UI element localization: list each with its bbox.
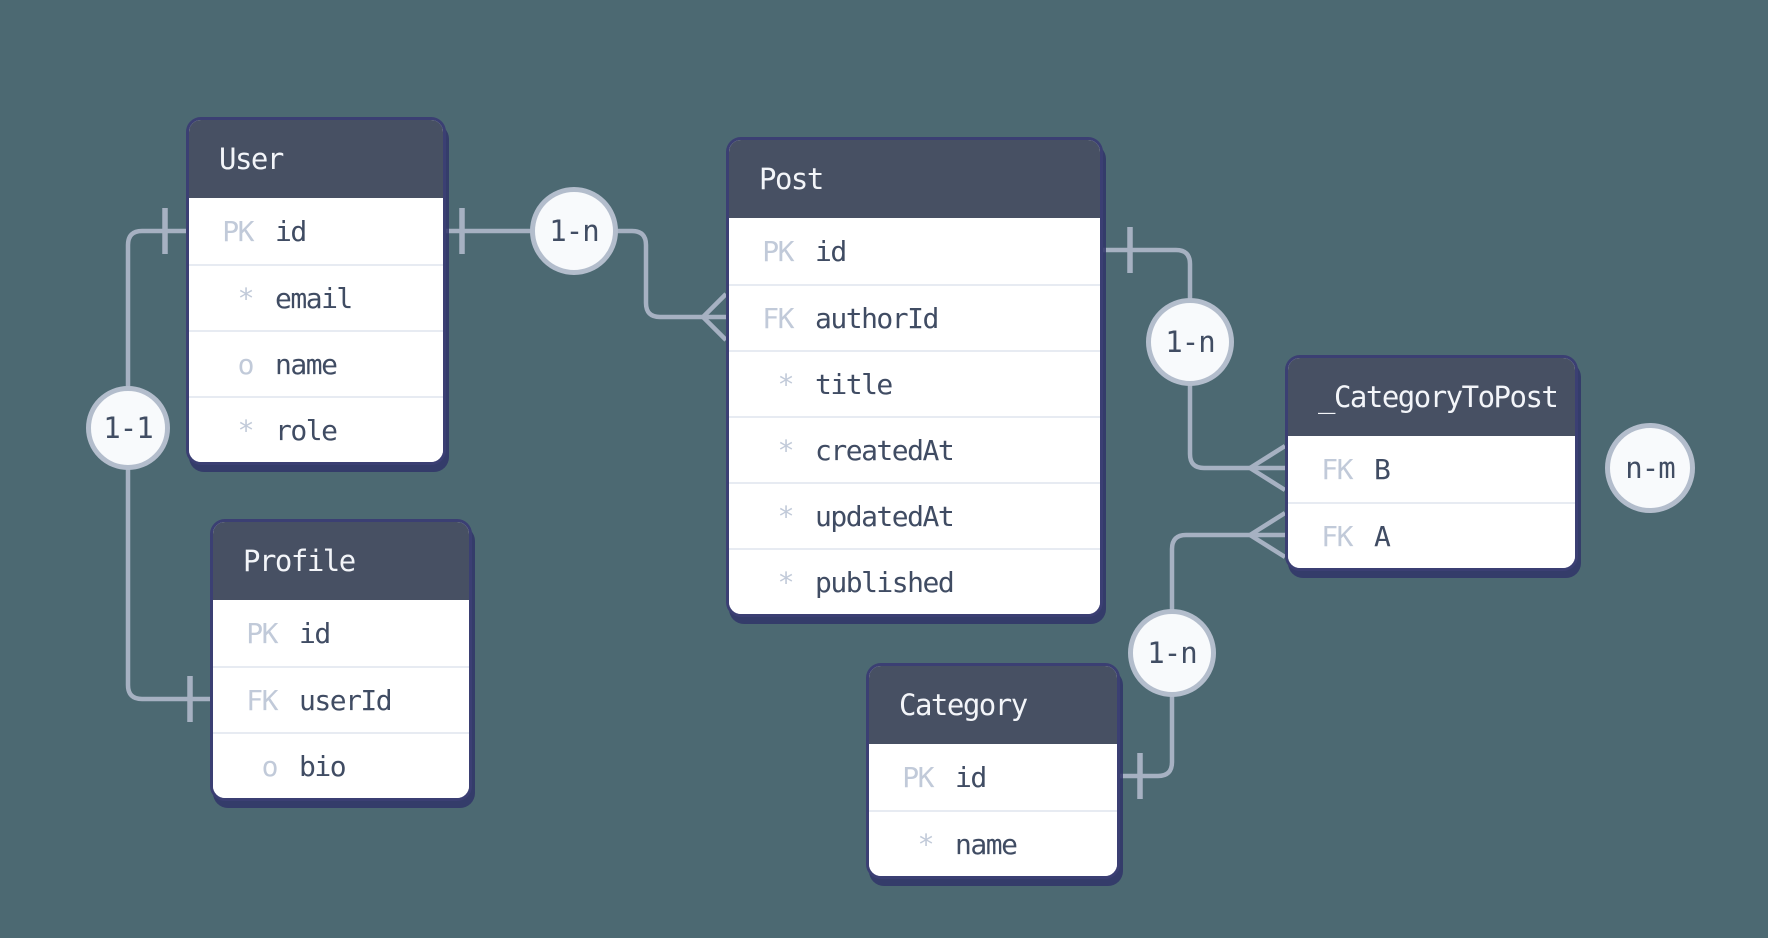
table-row: FK authorId — [729, 284, 1100, 350]
table-category-fields: PK id * name — [869, 744, 1117, 876]
table-row: * role — [189, 396, 443, 462]
table-row: PK id — [189, 198, 443, 264]
crowfoot-post-authorid — [701, 292, 728, 342]
field-name: B — [1374, 452, 1391, 486]
table-row: * published — [729, 548, 1100, 614]
field-name: name — [955, 827, 1018, 861]
table-row: FK A — [1288, 502, 1575, 568]
field-name: title — [815, 367, 893, 401]
field-key-label: * — [777, 565, 795, 599]
field-key-label: * — [917, 827, 935, 861]
table-post-header: Post — [729, 140, 1100, 218]
cardinality-badge-category-categorytopost: 1-n — [1128, 609, 1216, 697]
field-key-label: * — [777, 433, 795, 467]
field-key-label: FK — [762, 301, 794, 335]
crowfoot-categorytopost-b — [1248, 444, 1287, 492]
table-title: Category — [899, 688, 1028, 722]
table-row: * createdAt — [729, 416, 1100, 482]
table-row: PK id — [213, 600, 469, 666]
table-row: FK userId — [213, 666, 469, 732]
field-name: id — [955, 760, 987, 794]
table-row: * title — [729, 350, 1100, 416]
field-key-label: o — [261, 749, 279, 783]
table-title: _CategoryToPost — [1318, 380, 1559, 414]
field-key-label: PK — [222, 214, 254, 248]
field-name: userId — [299, 683, 393, 717]
cardinality-badge-user-post: 1-n — [530, 187, 618, 275]
table-categorytopost[interactable]: _CategoryToPost FK B FK A — [1285, 355, 1578, 571]
field-name: bio — [299, 749, 347, 783]
field-name: id — [815, 234, 847, 268]
table-category[interactable]: Category PK id * name — [866, 663, 1120, 879]
field-key-label: o — [237, 347, 255, 381]
field-key-label: FK — [1321, 519, 1353, 553]
field-name: published — [815, 565, 955, 599]
field-key-label: PK — [902, 760, 934, 794]
field-key-label: FK — [1321, 452, 1353, 486]
cardinality-badge-many-to-many: n-m — [1605, 423, 1695, 513]
table-title: Post — [759, 162, 824, 196]
field-name: updatedAt — [815, 499, 955, 533]
table-row: PK id — [869, 744, 1117, 810]
field-name: id — [299, 616, 331, 650]
field-name: id — [275, 214, 307, 248]
table-categorytopost-fields: FK B FK A — [1288, 436, 1575, 568]
cardinality-badge-post-categorytopost: 1-n — [1146, 298, 1234, 386]
field-name: email — [275, 281, 353, 315]
field-key-label: PK — [762, 234, 794, 268]
crowfoot-categorytopost-a — [1248, 511, 1287, 559]
table-row: * updatedAt — [729, 482, 1100, 548]
table-category-header: Category — [869, 666, 1117, 744]
table-row: * name — [869, 810, 1117, 876]
field-key-label: * — [237, 281, 255, 315]
table-row: FK B — [1288, 436, 1575, 502]
table-profile-header: Profile — [213, 522, 469, 600]
field-name: authorId — [815, 301, 939, 335]
table-row: PK id — [729, 218, 1100, 284]
field-key-label: FK — [246, 683, 278, 717]
field-name: name — [275, 347, 338, 381]
field-key-label: PK — [246, 616, 278, 650]
cardinality-badge-user-profile: 1-1 — [86, 386, 170, 470]
field-name: A — [1374, 519, 1391, 553]
table-categorytopost-header: _CategoryToPost — [1288, 358, 1575, 436]
table-row: * email — [189, 264, 443, 330]
field-name: role — [275, 413, 338, 447]
table-title: Profile — [243, 544, 356, 578]
table-title: User — [219, 142, 284, 176]
field-key-label: * — [237, 413, 255, 447]
field-name: createdAt — [815, 433, 955, 467]
field-key-label: * — [777, 367, 795, 401]
field-key-label: * — [777, 499, 795, 533]
table-user-header: User — [189, 120, 443, 198]
